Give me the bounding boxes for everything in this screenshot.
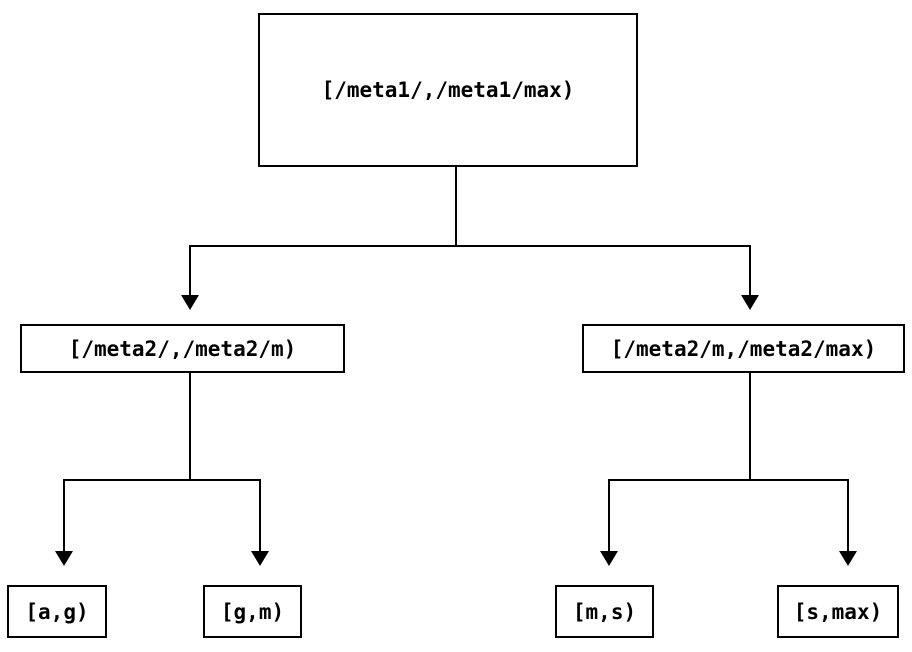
node-leaf-ag: [a,g): [7, 585, 107, 638]
node-leaf-smax-label: [s,max): [793, 599, 883, 624]
arrowhead-down-icon: [55, 551, 73, 566]
arrowhead-down-icon: [600, 551, 618, 566]
node-root-label: [/meta1/,/meta1/max): [321, 78, 575, 102]
node-leaf-smax: [s,max): [777, 585, 899, 638]
node-root: [/meta1/,/meta1/max): [258, 13, 638, 167]
node-mid-left: [/meta2/,/meta2/m): [20, 324, 345, 373]
node-leaf-ms: [m,s): [555, 585, 654, 638]
node-leaf-gm-label: [g,m): [220, 599, 285, 624]
node-leaf-gm: [g,m): [203, 585, 302, 638]
node-leaf-ag-label: [a,g): [25, 599, 89, 624]
node-mid-right: [/meta2/m,/meta2/max): [582, 324, 905, 373]
node-mid-right-label: [/meta2/m,/meta2/max): [610, 336, 877, 361]
arrowhead-down-icon: [251, 551, 269, 566]
node-leaf-ms-label: [m,s): [572, 599, 637, 624]
arrowhead-down-icon: [181, 295, 199, 310]
arrowhead-down-icon: [839, 551, 857, 566]
arrowhead-down-icon: [741, 295, 759, 310]
node-mid-left-label: [/meta2/,/meta2/m): [68, 336, 297, 361]
